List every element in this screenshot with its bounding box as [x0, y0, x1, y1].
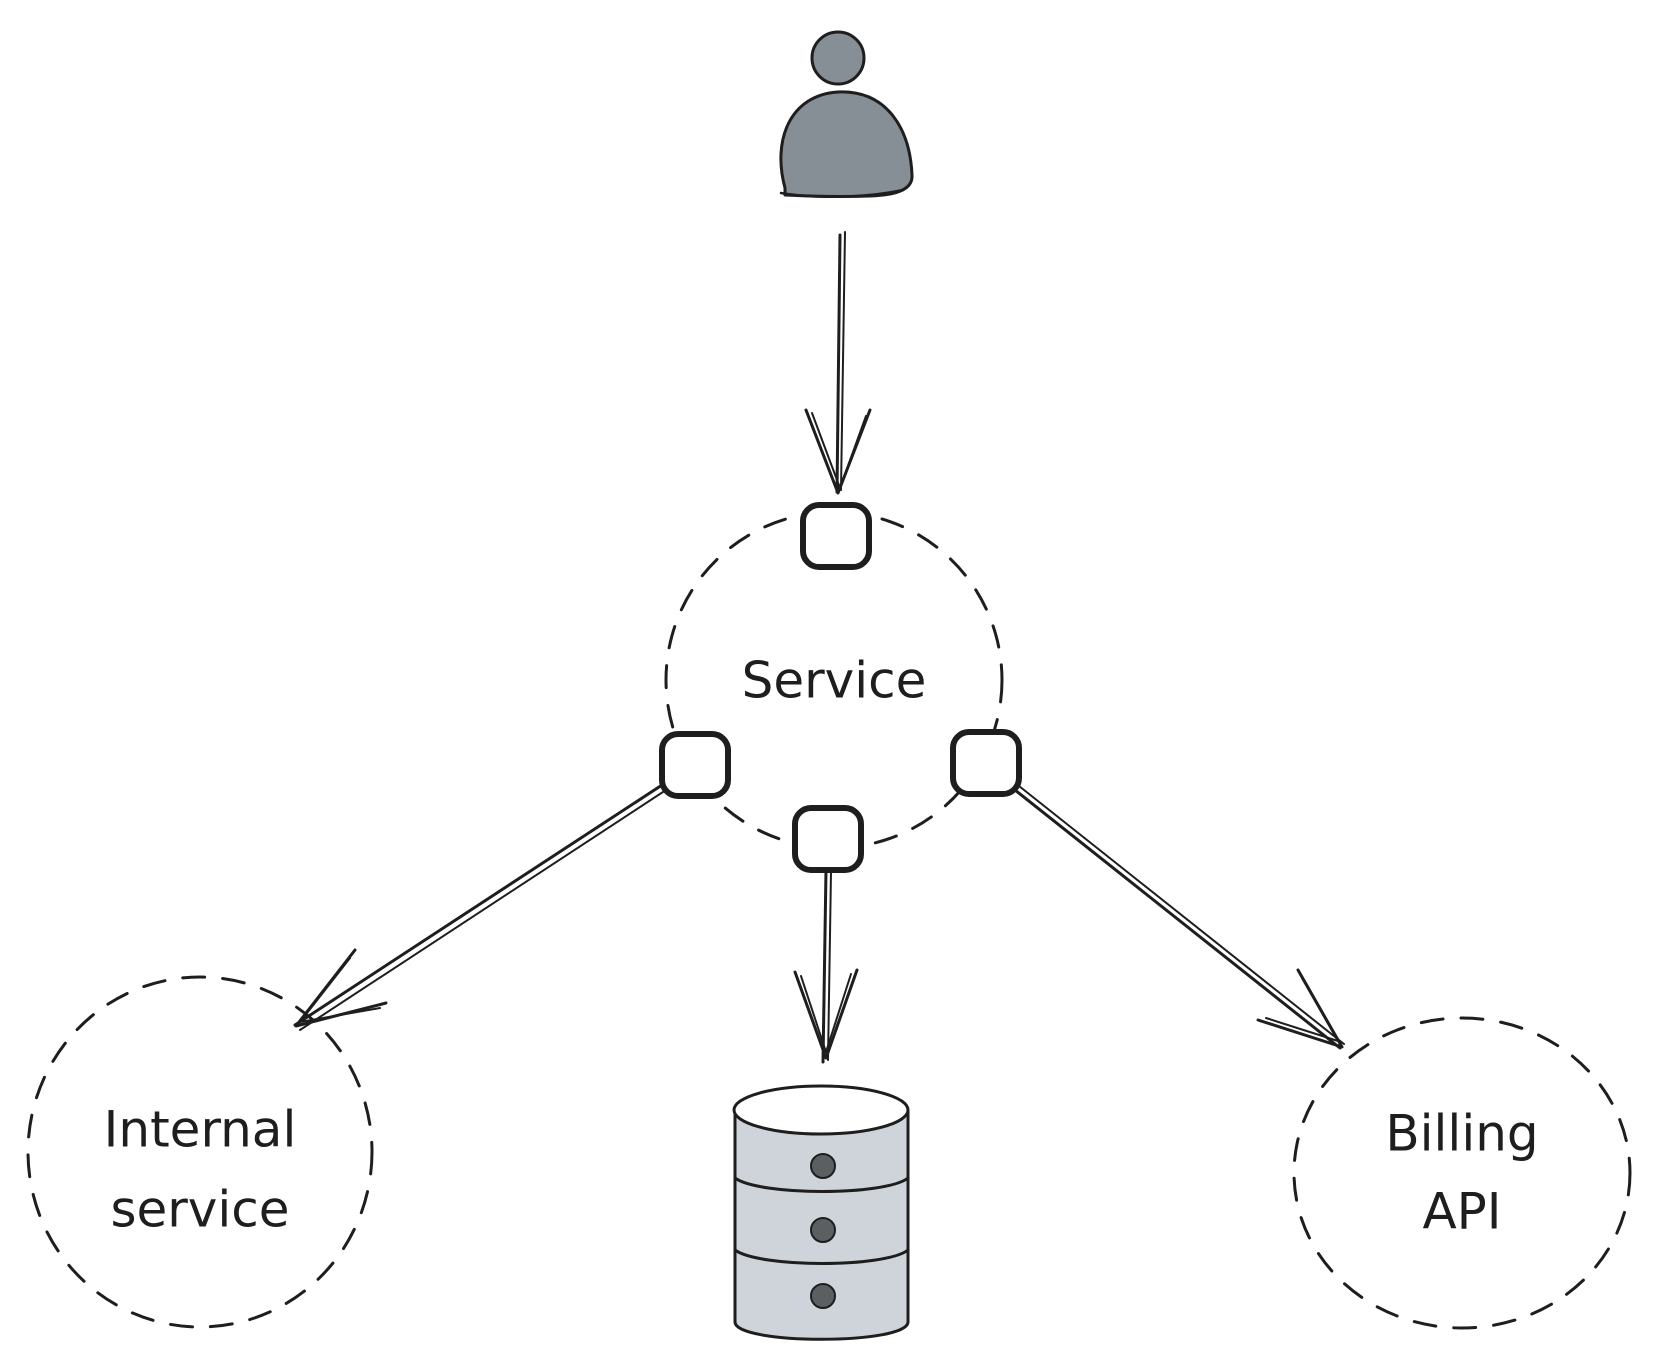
arrow-service-to-database — [793, 868, 859, 1064]
service-label: Service — [742, 652, 927, 710]
arrow-service-to-billing — [1013, 785, 1345, 1050]
service-port-left[interactable] — [659, 731, 731, 799]
internal-service-label-line2: service — [110, 1181, 289, 1239]
service-port-bottom[interactable] — [792, 805, 864, 873]
billing-api-label-line2: API — [1422, 1183, 1501, 1241]
database-indicator-3 — [810, 1283, 836, 1309]
billing-api-node[interactable]: Billing API — [1292, 1016, 1632, 1330]
arrow-service-to-internal — [293, 783, 667, 1031]
service-port-right[interactable] — [950, 729, 1022, 797]
database-indicator-1 — [810, 1153, 836, 1179]
internal-service-node[interactable]: Internal service — [26, 975, 374, 1329]
user-icon[interactable] — [779, 30, 914, 198]
arrow-user-to-service — [804, 231, 872, 495]
internal-service-label-line1: Internal — [104, 1101, 297, 1159]
service-node[interactable]: Service — [664, 510, 1004, 850]
service-port-top[interactable] — [800, 502, 872, 570]
database-indicator-2 — [810, 1217, 836, 1243]
database-icon[interactable] — [732, 1084, 910, 1341]
billing-api-label-line1: Billing — [1385, 1105, 1538, 1163]
